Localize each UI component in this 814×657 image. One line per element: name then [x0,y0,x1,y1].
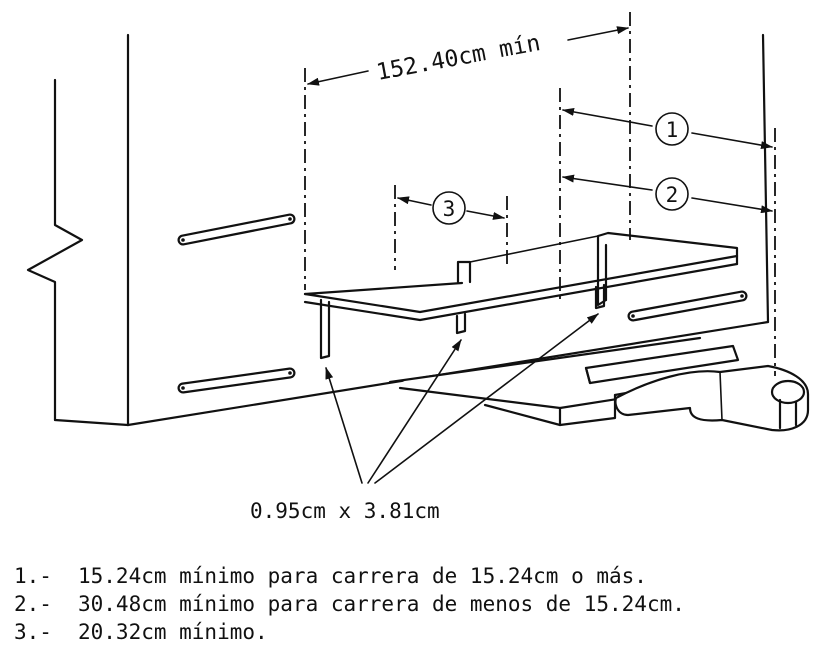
note-text: 20.32cm mínimo. [78,620,268,644]
note-text: 30.48cm mínimo para carrera de menos de … [78,592,685,616]
bar-size-leaders [325,313,599,484]
note-text: 15.24cm mínimo para carrera de 15.24cm o… [78,564,647,588]
adjacent-wall-break [26,78,130,427]
base-structure [388,336,810,432]
dimension-callout-1: 1 [562,108,773,150]
bar-size-label: 0.95cm x 3.81cm [250,499,440,523]
notes-list: 1.- 15.24cm mínimo para carrera de 15.24… [14,562,685,646]
rebar-clearance-diagram: 152.40cm mín 1 2 3 0.95cm x 3.81cm [26,12,810,523]
dimension-callout-3: 3 [397,191,505,225]
wall-slot-right [627,290,748,322]
rebar-shelf-frame [303,231,739,360]
callout-3-label: 3 [443,197,456,221]
note-number: 3.- [14,620,52,644]
dimension-callout-2: 2 [562,174,773,214]
note-item-2: 2.- 30.48cm mínimo para carrera de menos… [14,590,685,618]
note-number: 2.- [14,592,52,616]
note-item-3: 3.- 20.32cm mínimo. [14,618,685,646]
extension-lines [304,12,776,376]
callout-1-label: 1 [666,118,679,142]
note-item-1: 1.- 15.24cm mínimo para carrera de 15.24… [14,562,685,590]
note-number: 1.- [14,564,52,588]
wall-slot-lower-left [177,367,296,394]
callout-2-label: 2 [666,183,679,207]
wall-slot-upper-left [177,213,296,246]
